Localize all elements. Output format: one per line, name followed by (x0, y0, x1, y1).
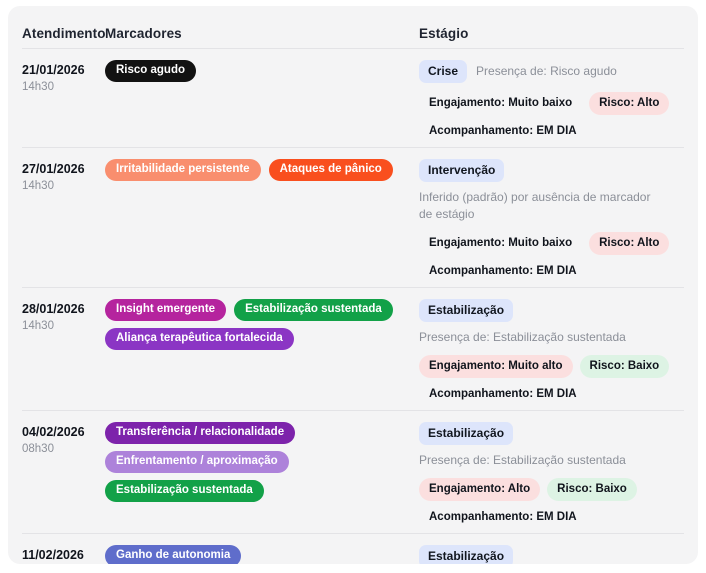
appointment-date: 27/01/2026 (22, 162, 85, 176)
stage-note: Presença de: Estabilização sustentada (419, 453, 626, 467)
stage-note: Presença de: Estabilização sustentada (419, 330, 626, 344)
marcadores-cell: Risco agudo (105, 59, 419, 82)
marcadores-cell: Insight emergente Estabilização sustentad… (105, 298, 419, 350)
appointment-time: 08h30 (22, 443, 54, 455)
table-header: Atendimento Marcadores Estágio (8, 6, 698, 42)
marker-tag[interactable]: Enfrentamento / aproximação (105, 451, 289, 473)
engagement-chip[interactable]: Engajamento: Alto (419, 478, 541, 501)
stage-line: Intervenção (419, 159, 684, 182)
metrics-row: Engajamento: Muito alto Risco: Baixo (419, 355, 684, 378)
risk-chip[interactable]: Risco: Baixo (547, 478, 637, 501)
marker-tag[interactable]: Risco agudo (105, 60, 197, 82)
marker-tag[interactable]: Ganho de autonomia (105, 545, 242, 564)
appointment-date: 11/02/2026 (22, 548, 84, 562)
marker-tag[interactable]: Insight emergente (105, 299, 227, 321)
stage-line: Estabilização (419, 299, 684, 322)
marker-tag[interactable]: Estabilização sustentada (105, 480, 264, 502)
risk-chip[interactable]: Risco: Alto (589, 92, 670, 115)
engagement-chip[interactable]: Engajamento: Muito alto (419, 355, 573, 378)
appointment-time: 14h30 (22, 320, 54, 332)
followup-status: Acompanhamento: EM DIA (429, 125, 577, 137)
atendimento-cell: 21/01/2026 14h30 (22, 59, 105, 95)
marker-tag[interactable]: Transferência / relacionalidade (105, 422, 296, 444)
row-divider (22, 533, 684, 534)
stage-badge[interactable]: Estabilização (419, 545, 514, 564)
stage-badge[interactable]: Intervenção (419, 159, 505, 182)
stage-line: Estabilização (419, 545, 684, 564)
appointment-time: 14h30 (22, 81, 54, 93)
marcadores-cell: Ganho de autonomiaGeneralização de mudan… (105, 544, 419, 564)
stage-badge[interactable]: Estabilização (419, 422, 514, 445)
stage-line: Crise Presença de: Risco agudo (419, 60, 684, 83)
stage-line: Estabilização (419, 422, 684, 445)
atendimento-cell: 28/01/2026 14h30 (22, 298, 105, 334)
appointment-date: 21/01/2026 (22, 63, 85, 77)
followup-status: Acompanhamento: EM DIA (429, 388, 577, 400)
stage-badge[interactable]: Crise (419, 60, 468, 83)
marker-tag[interactable]: Estabilização sustentada (234, 299, 393, 321)
engagement-chip[interactable]: Engajamento: Muito baixo (429, 97, 573, 109)
row-divider (22, 147, 684, 148)
stage-note: Inferido (padrão) por ausência de marcad… (419, 190, 651, 221)
timeline-card: Atendimento Marcadores Estágio 21/01/202… (8, 6, 698, 564)
risk-chip[interactable]: Risco: Alto (589, 232, 670, 255)
table-row[interactable]: 04/02/2026 08h30 Transferência / relaciona… (8, 411, 698, 534)
risk-chip[interactable]: Risco: Baixo (579, 355, 670, 378)
marker-tag[interactable]: Irritabilidade persistente (105, 159, 261, 181)
metrics-row: Engajamento: Muito baixo Risco: Alto (419, 232, 684, 255)
appointment-date: 28/01/2026 (22, 302, 85, 316)
appointment-time: 14h30 (22, 180, 54, 192)
column-header-estagio: Estágio (419, 26, 469, 41)
atendimento-cell: 04/02/2026 08h30 (22, 421, 105, 457)
column-header-atendimento: Atendimento (22, 26, 106, 41)
marcadores-cell: Irritabilidade persistente Ataques de pân… (105, 158, 419, 181)
column-header-marcadores: Marcadores (105, 26, 182, 41)
followup-status: Acompanhamento: EM DIA (429, 511, 577, 523)
stage-badge[interactable]: Estabilização (419, 299, 514, 322)
table-row[interactable]: 28/01/2026 14h30 Insight emergente Estabili… (8, 288, 698, 411)
metrics-row: Engajamento: Muito baixo Risco: Alto (419, 92, 684, 115)
stage-note: Presença de: Risco agudo (476, 64, 617, 78)
table-row[interactable]: 21/01/2026 14h30 Risco agudo Crise Presença … (8, 49, 698, 148)
table-row[interactable]: 11/02/202608h30Ganho de autonomiaGeneral… (8, 534, 698, 564)
metrics-row: Engajamento: Alto Risco: Baixo (419, 478, 684, 501)
atendimento-cell: 27/01/2026 14h30 (22, 158, 105, 194)
engagement-chip[interactable]: Engajamento: Muito baixo (429, 237, 573, 249)
row-divider (22, 410, 684, 411)
marker-tag[interactable]: Aliança terapêutica fortalecida (105, 328, 294, 350)
table-row[interactable]: 27/01/2026 14h30 Irritabilidade persistent… (8, 148, 698, 288)
row-divider (22, 287, 684, 288)
followup-status: Acompanhamento: EM DIA (429, 265, 577, 277)
marker-tag[interactable]: Ataques de pânico (268, 159, 393, 181)
header-divider (22, 48, 684, 49)
appointment-date: 04/02/2026 (22, 425, 85, 439)
